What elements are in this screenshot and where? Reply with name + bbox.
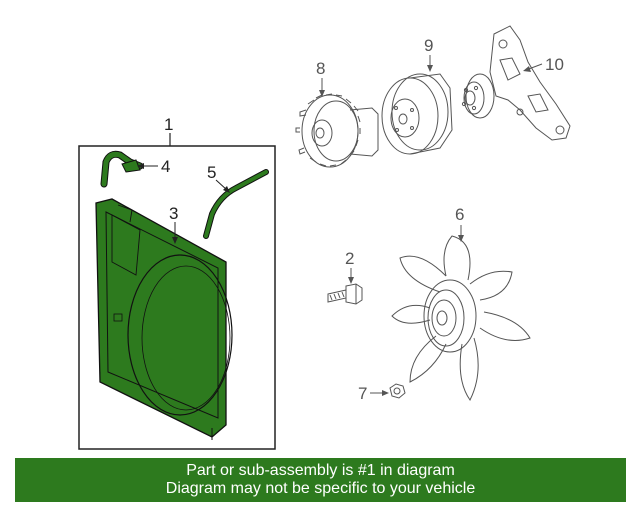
callout-4[interactable]: 4 — [161, 157, 170, 176]
bolt[interactable] — [327, 283, 363, 305]
callout-5[interactable]: 5 — [207, 163, 216, 182]
fan-shroud[interactable] — [95, 198, 233, 440]
callout-9[interactable]: 9 — [424, 36, 433, 55]
callout-2[interactable]: 2 — [345, 249, 354, 268]
pulley[interactable] — [381, 73, 453, 155]
assembly-frame — [78, 145, 276, 450]
hose-bracket[interactable] — [100, 150, 144, 188]
overflow-hose[interactable] — [203, 169, 269, 239]
nut[interactable] — [389, 383, 406, 399]
callout-7[interactable]: 7 — [358, 384, 367, 403]
callout-1[interactable]: 1 — [164, 115, 173, 134]
callout-8[interactable]: 8 — [316, 59, 325, 78]
fan-blade[interactable] — [391, 235, 531, 401]
banner-line-2: Diagram may not be specific to your vehi… — [165, 480, 476, 497]
info-banner: Part or sub-assembly is #1 in diagram Di… — [15, 458, 626, 502]
parts-diagram: 1 3 4 5 8 — [78, 25, 571, 450]
fan-clutch[interactable] — [295, 93, 379, 168]
callout-3[interactable]: 3 — [169, 204, 178, 223]
banner-line-1: Part or sub-assembly is #1 in diagram — [186, 462, 455, 479]
fan-bracket[interactable] — [461, 25, 571, 141]
callout-10[interactable]: 10 — [545, 55, 564, 74]
callout-6[interactable]: 6 — [455, 205, 464, 224]
